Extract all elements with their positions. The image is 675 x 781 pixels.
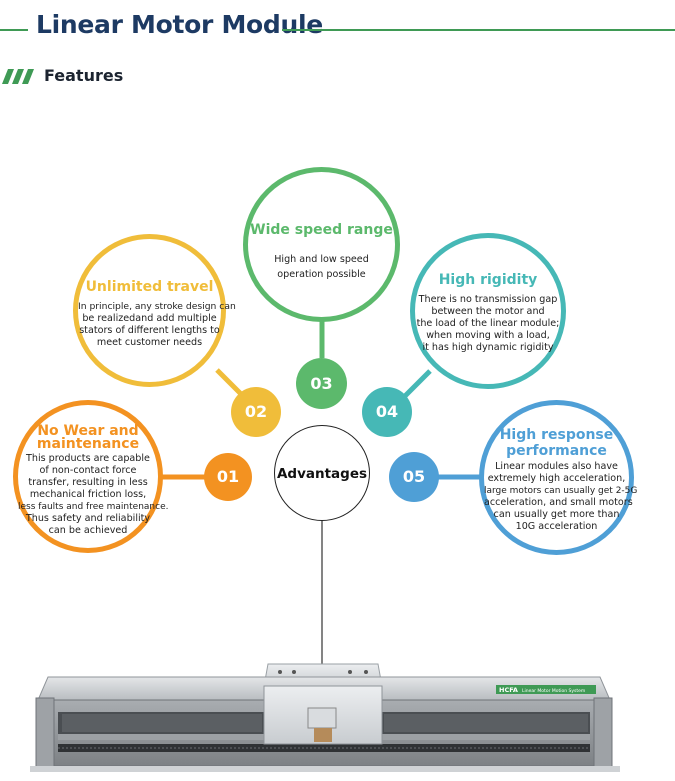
feature-desc-line: be realizedand add multiple xyxy=(82,313,217,324)
feature-title: High response xyxy=(499,427,614,443)
page-title: Linear Motor Module xyxy=(36,10,323,39)
feature-desc-line: can usually get more than xyxy=(493,509,620,520)
feature-desc-line: mechanical friction loss, xyxy=(29,489,147,500)
feature-number-05: 05 xyxy=(389,452,439,502)
advantages-circle: Advantages xyxy=(274,425,370,521)
feature-number-02: 02 xyxy=(231,387,281,437)
feature-desc-line: less faults and free maintenance. xyxy=(18,502,169,512)
feature-number-01: 01 xyxy=(204,453,252,501)
feature-desc-line: 10G acceleration xyxy=(515,521,598,532)
feature-desc-line: Thus safety and reliability xyxy=(25,513,151,524)
feature-circle-03: Wide speed range High and low speed oper… xyxy=(243,167,400,322)
feature-desc-line: stators of different lengths to xyxy=(79,325,220,336)
feature-title: High rigidity xyxy=(438,272,538,288)
feature-number-03: 03 xyxy=(296,358,347,409)
feature-circle-04: High rigidity There is no transmission g… xyxy=(410,233,566,389)
feature-desc-line: it has high dynamic rigidity xyxy=(422,342,554,353)
feature-number-04: 04 xyxy=(362,387,412,437)
feature-desc-line: when moving with a load, xyxy=(426,330,550,341)
feature-desc-line: extremely high acceleration, xyxy=(487,473,626,484)
feature-desc-line: There is no transmission gap xyxy=(418,294,558,305)
title-rule-left xyxy=(0,29,28,31)
feature-desc-line: transfer, resulting in less xyxy=(28,477,148,488)
feature-desc-line: between the motor and xyxy=(431,306,545,317)
feature-title: Wide speed range xyxy=(250,222,393,238)
advantages-label: Advantages xyxy=(276,466,368,482)
feature-desc-line: the load of the linear module; xyxy=(416,318,560,329)
feature-circle-05: High response performance Linear modules… xyxy=(479,400,638,555)
stripes-icon xyxy=(2,69,34,84)
feature-circle-01: No Wear and maintenance This products ar… xyxy=(13,400,169,553)
feature-desc-line: High and low speed xyxy=(274,254,369,265)
product-brand: HCFA xyxy=(499,686,518,694)
feature-desc-line: meet customer needs xyxy=(96,337,203,348)
section-title: Features xyxy=(44,66,124,85)
feature-title: performance xyxy=(506,443,607,459)
feature-desc-line: This products are capable xyxy=(26,453,150,464)
feature-desc-line: Linear modules also have xyxy=(495,461,618,472)
feature-title: No Wear and xyxy=(37,423,139,439)
feature-desc-line: In principle, any stroke design can xyxy=(78,301,236,312)
feature-desc-line: can be achieved xyxy=(48,525,128,536)
feature-desc-line: operation possible xyxy=(277,269,366,280)
feature-title: Unlimited travel xyxy=(85,279,214,295)
linear-motor-module-image: HCFA Linear Motor Motion System xyxy=(30,663,620,772)
feature-desc-line: large motors can usually get 2-5G xyxy=(484,486,638,496)
title-rule-right xyxy=(282,29,675,31)
feature-desc-line: of non-contact force xyxy=(39,465,137,476)
feature-circle-02: Unlimited travel In principle, any strok… xyxy=(73,234,236,387)
product-label: Linear Motor Motion System xyxy=(522,688,585,694)
feature-title: maintenance xyxy=(36,436,140,452)
feature-desc-line: acceleration, and small motors xyxy=(484,497,633,508)
